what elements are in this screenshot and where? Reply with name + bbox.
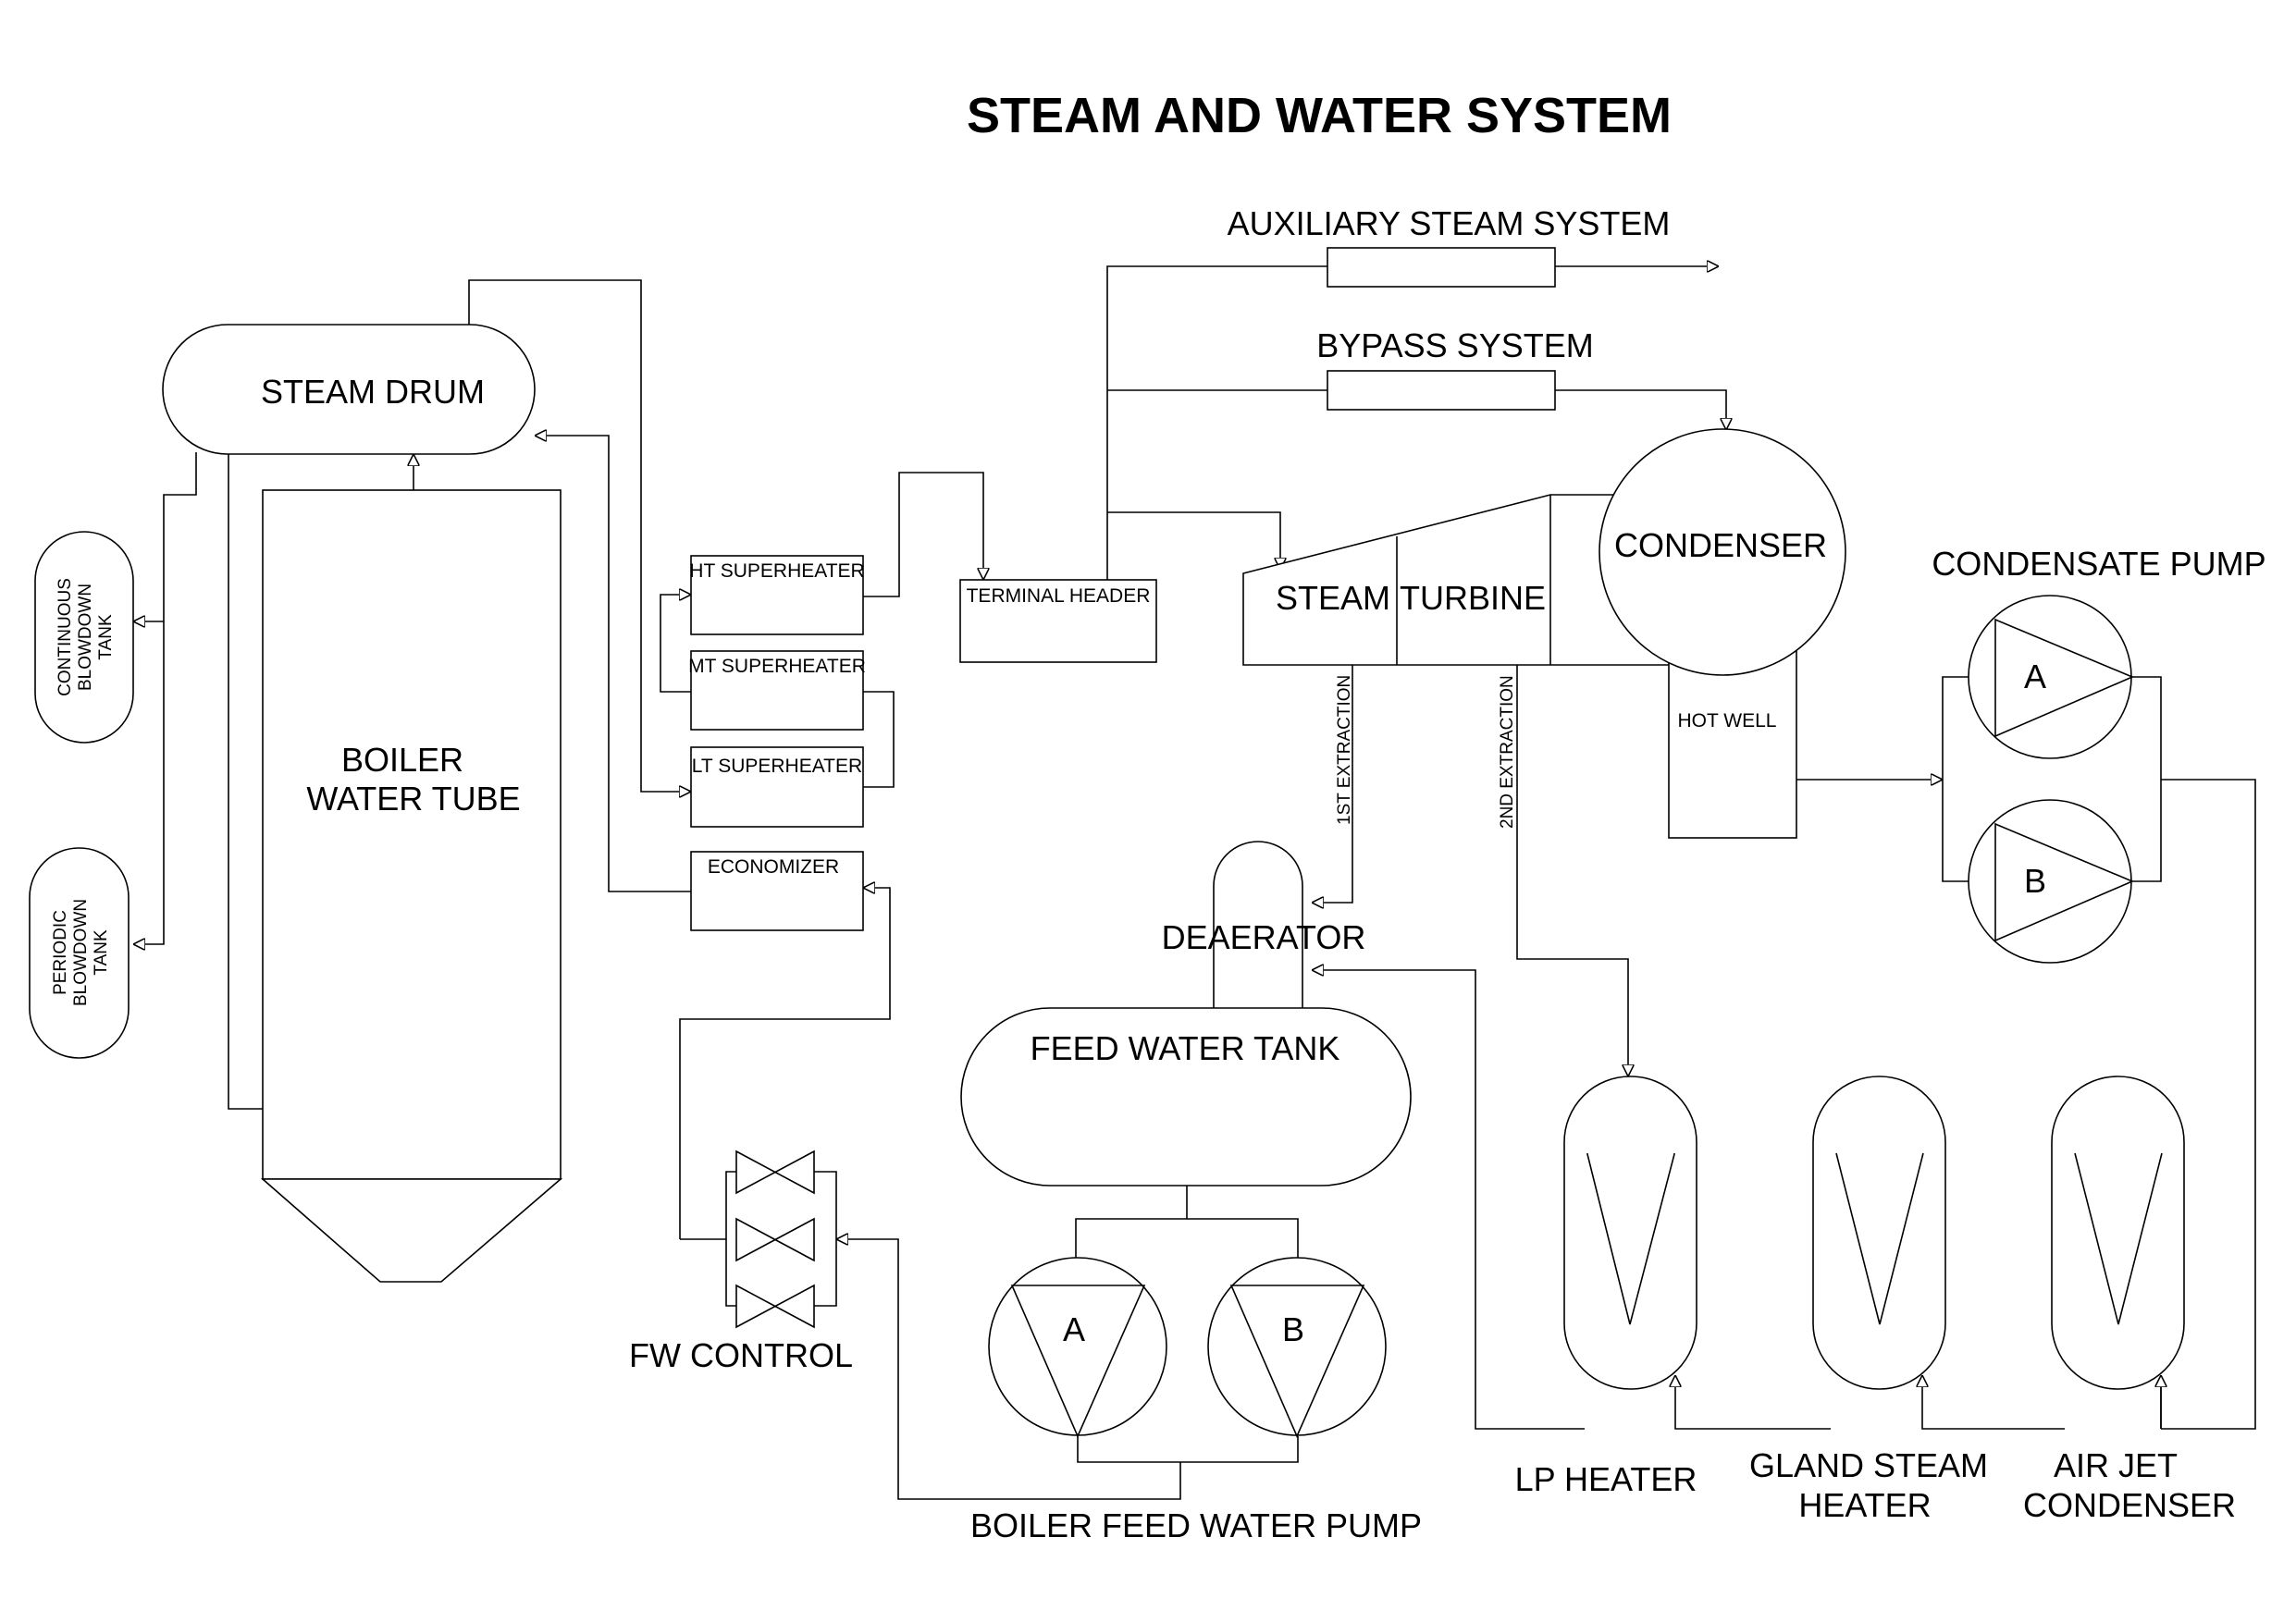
second-extraction-label: 2ND EXTRACTION [1498, 675, 1517, 829]
condenser [1599, 428, 1846, 676]
condensate-pump-a-label: A [2024, 658, 2046, 695]
continuous-label-line3: TANK [96, 614, 116, 660]
pipe-to-turbine [1107, 511, 1280, 570]
pipe-fw-control-to-economizer [679, 888, 891, 1239]
pipe-condensate-discharge [2132, 676, 2162, 882]
periodic-blowdown-label: PERIODIC BLOWDOWN TANK [51, 899, 111, 1006]
pipe-lp-to-deaerator [1312, 970, 1585, 1430]
terminal-header [959, 579, 1157, 663]
lt-superheater [690, 746, 864, 828]
lp-heater [1563, 1076, 1697, 1390]
condensate-pump-a [1968, 595, 2135, 759]
continuous-label-line1: CONTINUOUS [56, 578, 75, 696]
lt-superheater-label: LT SUPERHEATER [692, 756, 862, 777]
pipe-drum-to-lt [468, 279, 691, 792]
bfp-b-label: B [1282, 1310, 1304, 1348]
pipe-second-extraction [1516, 665, 1628, 1076]
pipe-mt-to-ht [660, 595, 691, 693]
continuous-blowdown-tank [34, 531, 134, 744]
condensate-pump-b [1968, 799, 2135, 964]
condensate-pump-label: CONDENSATE PUMP [1932, 545, 2265, 583]
steam-drum-label: STEAM DRUM [261, 373, 485, 411]
fw-control-label: FW CONTROL [629, 1336, 853, 1374]
diagram-title: STEAM AND WATER SYSTEM [967, 88, 1672, 143]
periodic-label-line1: PERIODIC [51, 910, 70, 995]
ht-superheater-label: HT SUPERHEATER [689, 560, 864, 582]
bfp-a-label: A [1063, 1310, 1085, 1348]
aux-steam-valve [1327, 247, 1556, 288]
boiler-feed-pump-a [988, 1257, 1167, 1438]
air-jet-condenser [2051, 1076, 2185, 1390]
boiler-water-tube [260, 489, 563, 1283]
pipe-bfp-to-fw-control [836, 1239, 1181, 1500]
gland-heater-label-2: HEATER [1798, 1486, 1931, 1524]
pipe-condensate-to-airjet [2161, 779, 2256, 1430]
pipe-economizer-to-drum [535, 436, 691, 892]
pipe-first-extraction [1312, 665, 1353, 903]
periodic-label-line2: BLOWDOWN [71, 899, 91, 1006]
condenser-label: CONDENSER [1614, 526, 1827, 564]
aux-steam-label: AUXILIARY STEAM SYSTEM [1228, 204, 1671, 242]
periodic-label-line3: TANK [92, 929, 111, 976]
deaerator [1213, 841, 1303, 1008]
pipe-drum-to-continuous [133, 452, 197, 944]
fw-control-valves [680, 1150, 837, 1329]
airjet-label-2: CONDENSER [2023, 1486, 2236, 1524]
hot-well [1668, 646, 1797, 839]
pipe-ht-to-terminal [863, 472, 983, 597]
continuous-blowdown-label: CONTINUOUS BLOWDOWN TANK [56, 578, 116, 696]
lp-heater-label: LP HEATER [1515, 1460, 1697, 1498]
bypass-valve [1327, 370, 1556, 411]
gland-heater-label-1: GLAND STEAM [1749, 1446, 1988, 1484]
continuous-label-line2: BLOWDOWN [76, 584, 95, 691]
boiler-label-line2: WATER TUBE [306, 780, 520, 818]
condensate-pump-b-label: B [2024, 862, 2046, 900]
deaerator-label: DEAERATOR [1162, 918, 1366, 956]
steam-turbine-label-1: STEAM [1276, 579, 1390, 617]
pipe-bypass-to-condenser [1555, 389, 1726, 430]
pipe-tank-to-bfp [1075, 1186, 1188, 1258]
periodic-blowdown-tank [29, 847, 130, 1059]
pipe-terminal-to-aux [1106, 265, 1327, 580]
pipe-drum-downcomer [228, 454, 263, 1110]
first-extraction-label: 1ST EXTRACTION [1335, 675, 1354, 825]
boiler-feed-pump-label: BOILER FEED WATER PUMP [970, 1506, 1422, 1544]
ht-superheater [690, 555, 864, 635]
boiler-label-line1: BOILER [341, 741, 463, 779]
economizer-label: ECONOMIZER [708, 856, 839, 878]
mt-superheater [690, 650, 864, 731]
pipe-gland-to-lp [1675, 1375, 1831, 1430]
airjet-label-1: AIR JET [2054, 1446, 2178, 1484]
bypass-label: BYPASS SYSTEM [1316, 326, 1593, 364]
pipe-tank-to-bfp-b [1187, 1218, 1299, 1258]
economizer [690, 851, 864, 931]
pipe-lt-to-mt [863, 691, 895, 788]
feed-water-tank-label: FEED WATER TANK [1031, 1029, 1340, 1067]
boiler-feed-pump-b [1207, 1257, 1387, 1438]
feed-water-tank [960, 1007, 1412, 1187]
mt-superheater-label: MT SUPERHEATER [688, 656, 866, 677]
pipe-bfp-discharge [1077, 1436, 1299, 1463]
hot-well-label: HOT WELL [1678, 710, 1777, 732]
gland-steam-heater [1812, 1076, 1946, 1390]
steam-turbine-label-2: TURBINE [1400, 579, 1546, 617]
terminal-header-label: TERMINAL HEADER [967, 585, 1151, 607]
pipe-airjet-out [1922, 1375, 2065, 1430]
steam-drum [162, 324, 536, 455]
